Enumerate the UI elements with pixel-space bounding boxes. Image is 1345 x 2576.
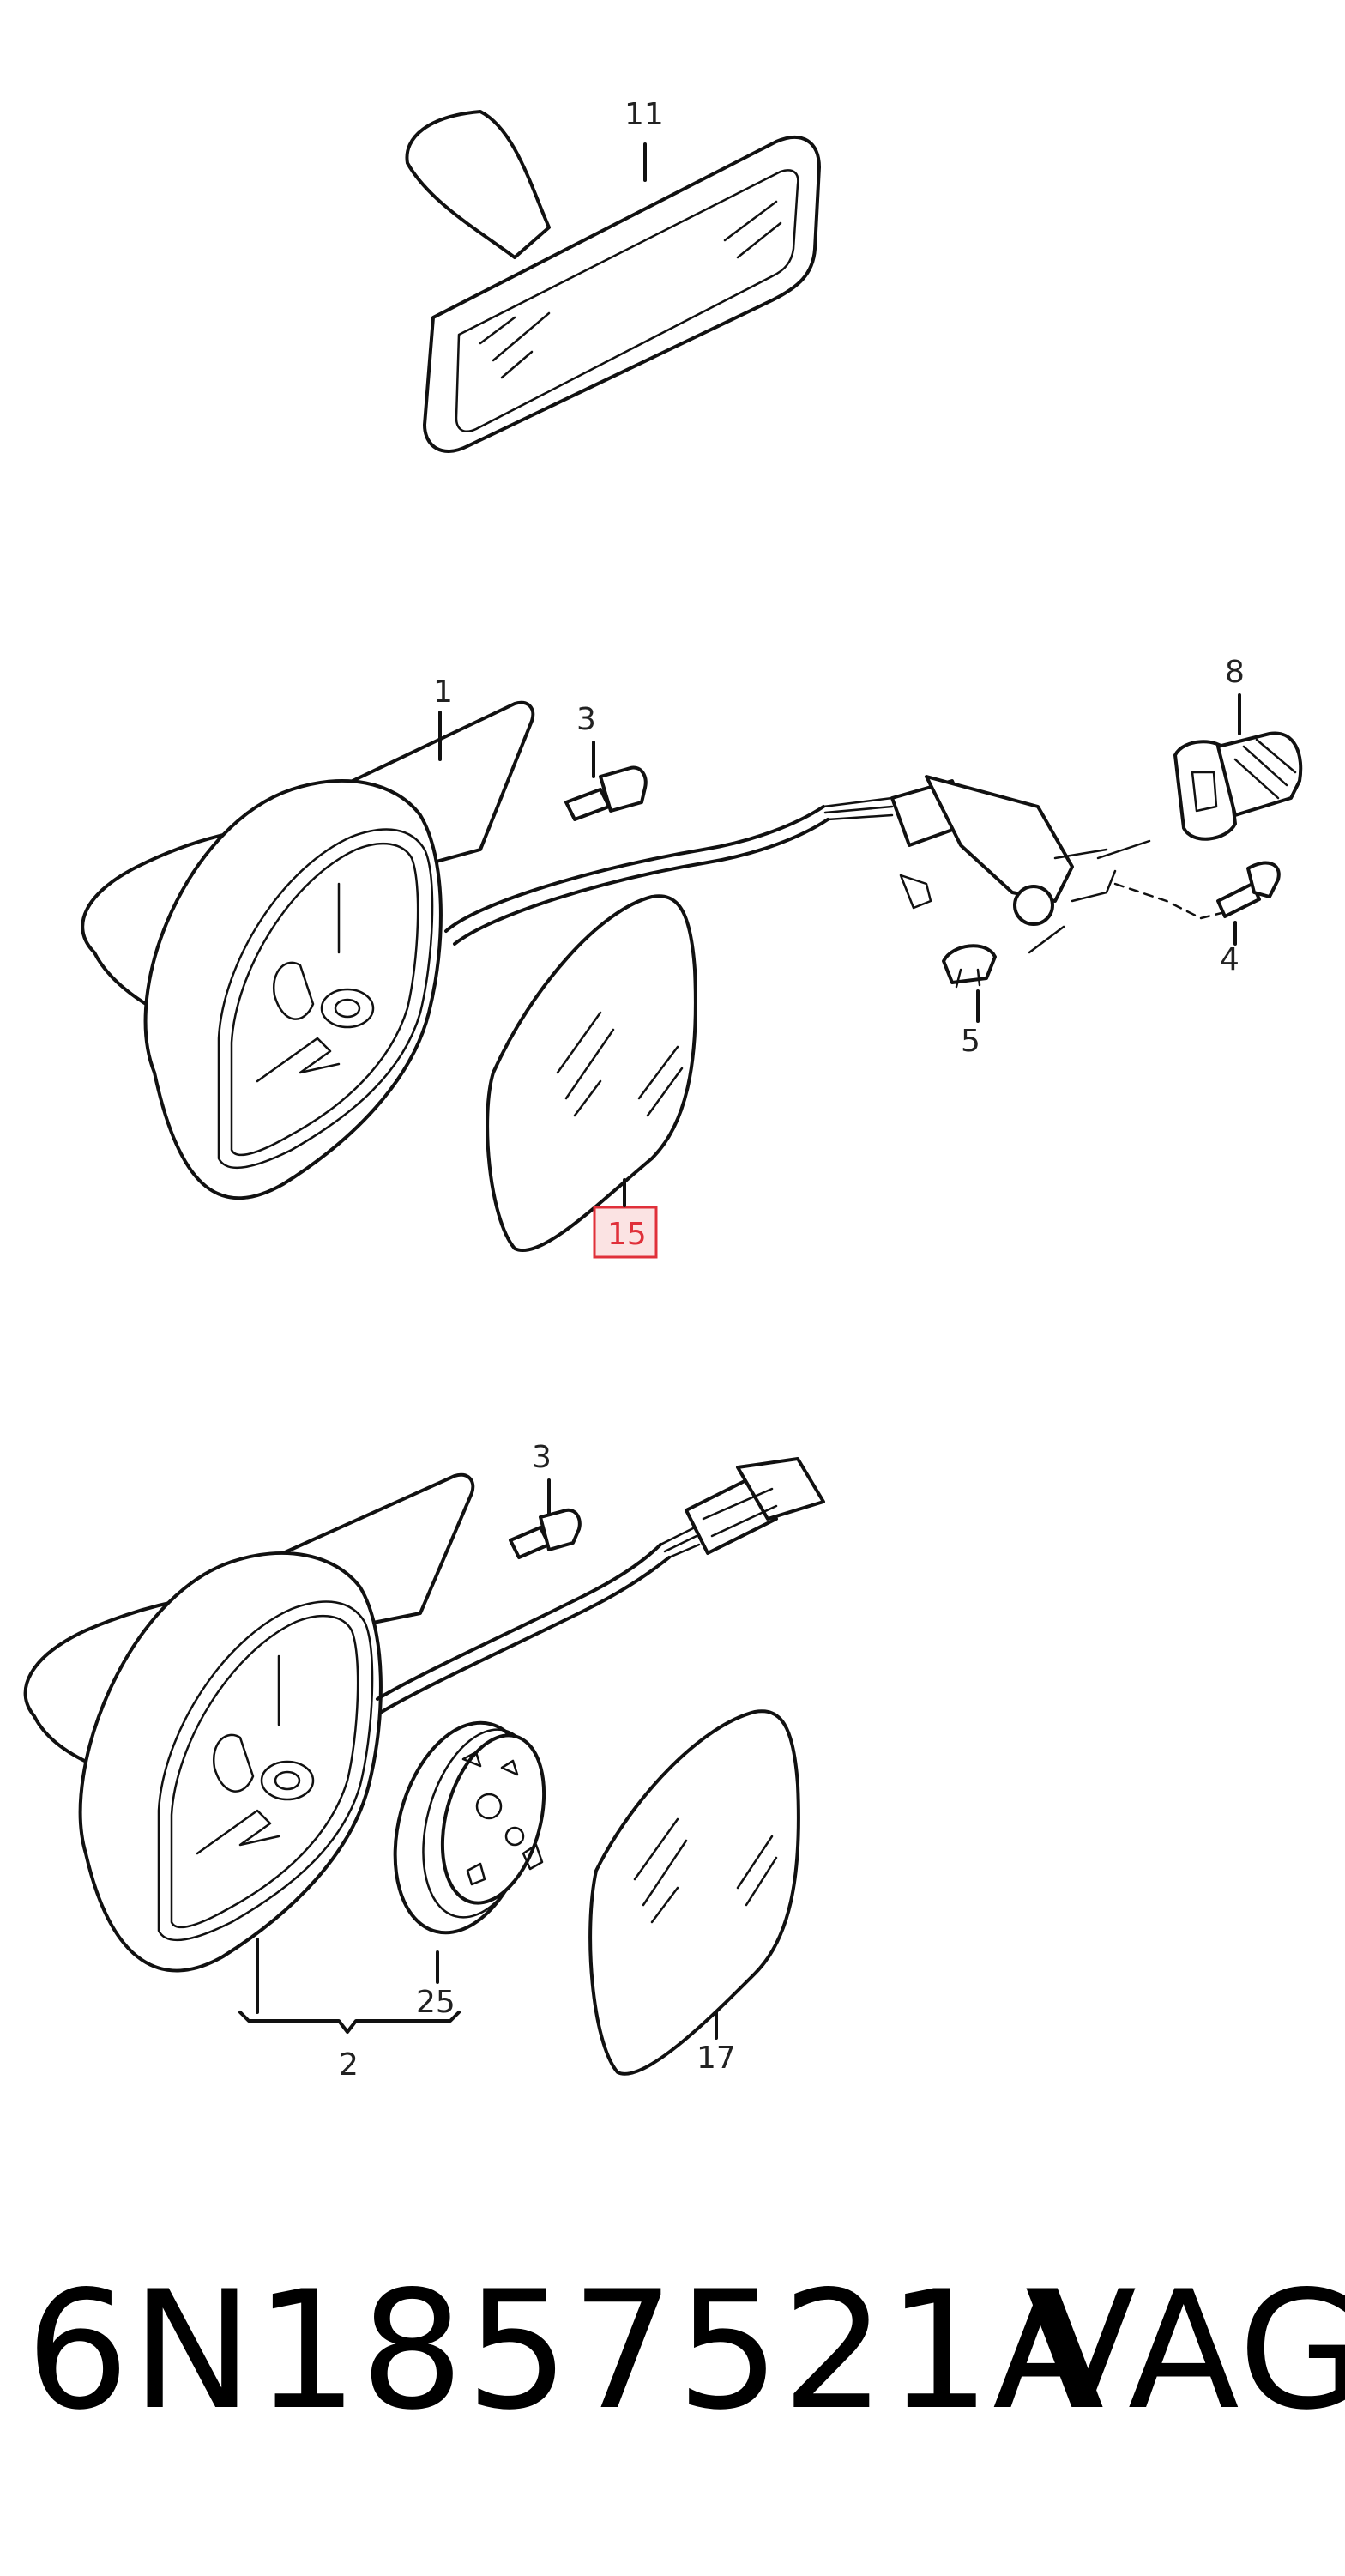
callout-2: 2 (339, 2047, 359, 2083)
screw-3-lower (509, 1508, 582, 1559)
callout-1: 1 (433, 674, 453, 710)
callout-8: 8 (1225, 655, 1245, 690)
brand-name: VAG (1025, 2256, 1345, 2446)
parts-diagram: 11 1 3 (23, 97, 1303, 2083)
callout-4: 4 (1220, 942, 1239, 977)
exterior-mirror-lower (23, 1457, 825, 1973)
callout-3-upper: 3 (576, 702, 596, 737)
screw-4 (1216, 861, 1281, 918)
callout-5: 5 (961, 1024, 980, 1059)
callout-3-lower: 3 (532, 1440, 552, 1475)
bulb-socket-8 (1173, 731, 1303, 841)
callout-15-highlight (593, 1206, 658, 1259)
mirror-glass-17 (588, 1709, 800, 2076)
adjuster-motor-25 (393, 1720, 546, 1935)
mirror-glass-15 (486, 894, 697, 1252)
callout-15: 15 (607, 1217, 647, 1252)
interior-mirror (405, 110, 821, 453)
callout-11: 11 (624, 97, 664, 132)
clip-5 (942, 944, 997, 989)
bracket-2 (238, 1938, 461, 2034)
exterior-mirror-upper (81, 700, 1237, 1200)
callout-17: 17 (697, 2041, 736, 2076)
part-number: 6N1857521A (26, 2256, 1107, 2446)
screw-3-upper (564, 765, 648, 821)
callout-25: 25 (416, 1985, 455, 2020)
part-label: 6N1857521A VAG (26, 2256, 1345, 2446)
